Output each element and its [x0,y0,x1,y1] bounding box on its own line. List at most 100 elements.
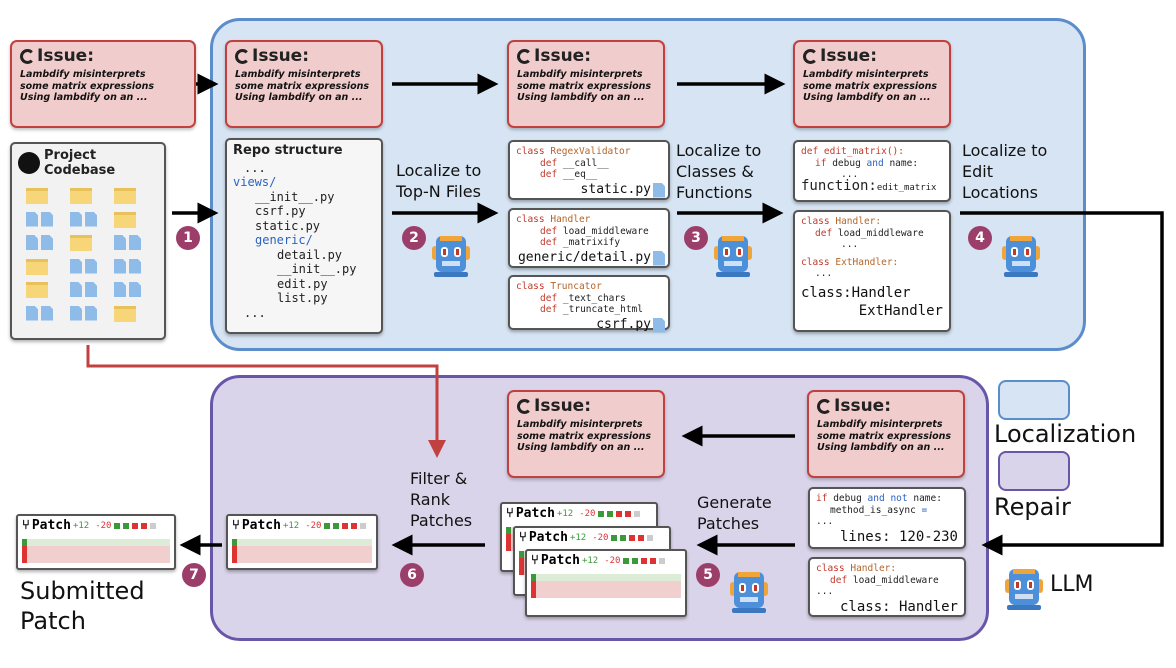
repo-entry: edit.py [277,276,328,291]
file-icon [70,305,82,321]
folder-icon [70,188,92,204]
folder-icon [114,305,136,322]
file-icon [41,235,54,250]
file-icon [70,211,82,227]
patch-card: ⑂Patch+12-20 [525,549,687,617]
repo-entry: csrf.py [255,204,306,218]
repo-entry: views/ [233,175,277,189]
legend-localization-label: Localization [994,420,1137,448]
patch-card: ⑂Patch+12-20 [16,514,176,570]
legend-repair-label: Repair [994,493,1071,521]
file-icon [114,235,126,250]
file-icon [41,305,54,321]
github-icon [18,152,40,174]
file-icon [85,258,98,274]
file-name: static.py [580,181,651,197]
folder-icon [114,188,136,204]
file-icon [653,250,665,266]
repo-entry: __init__.py [277,262,357,276]
step-badge: 5 [696,563,720,587]
step-badge: 4 [968,226,992,250]
file-icon [129,282,142,297]
folder-icon [26,188,48,204]
diff-bars [531,574,681,598]
file-icon [114,282,126,297]
step-badge: 7 [182,563,206,587]
file-icon [26,211,38,227]
step-badge: 2 [402,226,426,250]
file-icon [653,317,665,333]
pull-request-icon: ⑂ [232,518,240,533]
llm-robot-icon [1003,565,1045,611]
issue-icon [517,398,532,414]
repo-entry: ... [244,305,266,320]
edit-location-card: if debug and not name: method_is_async =… [808,487,966,549]
step-badge: 6 [400,563,424,587]
diff-bars [232,539,372,563]
issue-icon [817,398,832,414]
llm-robot-icon [430,232,472,278]
pull-request-icon: ⑂ [531,553,539,568]
class-location-card: class Handler: def load_middleware ... c… [793,210,951,332]
file-icon [85,305,98,321]
file-icon [653,182,665,198]
file-name: csrf.py [596,316,651,332]
legend-llm-label: LLM [1050,572,1094,597]
llm-robot-icon [728,568,770,614]
step-badge: 3 [684,226,708,250]
repo-entry: generic/ [255,233,313,247]
pull-request-icon: ⑂ [506,506,514,521]
folder-icon [26,282,48,298]
handler-location-card: class Handler: def load_middleware ... c… [808,557,966,617]
file-icon [26,235,38,250]
pull-request-icon: ⑂ [22,518,30,533]
issue-icon [517,48,532,64]
arrow [960,211,1164,556]
issue-icon [803,48,818,64]
step-badge: 1 [176,226,200,250]
function-location-card: def edit_matrix(): if debug and name: ..… [793,140,951,202]
repo-entry: __init__.py [255,189,335,204]
file-icon [70,282,82,297]
file-icon [129,235,142,250]
patch-card: ⑂Patch+12-20 [226,514,378,570]
folder-icon [114,211,136,228]
llm-robot-icon [712,232,754,278]
legend-repair-swatch [998,451,1070,491]
file-name: generic/detail.py [517,249,651,265]
pull-request-icon: ⑂ [519,530,527,545]
issue-icon [235,48,250,64]
issue-icon [20,48,35,64]
repo-entry: ... [244,160,266,175]
file-icon [70,258,82,274]
repo-entry: static.py [255,218,321,233]
llm-robot-icon [1000,232,1042,278]
file-icon [26,305,38,321]
diff-bars [22,539,170,563]
file-icon [41,211,54,227]
folder-icon [26,258,48,275]
repo-entry: detail.py [277,247,343,262]
repo-entry: list.py [277,291,328,305]
folder-icon [70,235,92,251]
file-icon [85,211,98,227]
file-icon [129,258,142,274]
file-grid [18,188,158,325]
